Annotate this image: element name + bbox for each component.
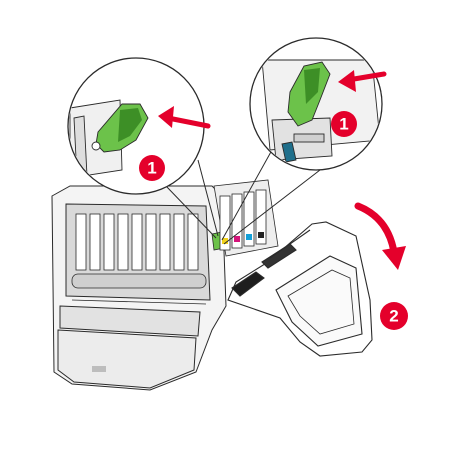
toner-magenta-tab: [234, 236, 240, 242]
callout-right: 1: [221, 37, 387, 245]
front-logo: [92, 366, 106, 372]
callout-right-bracket: [293, 133, 325, 143]
toner-cyan-tab: [246, 234, 252, 240]
door-inner-panel: [275, 255, 363, 347]
callout-right-blue-part: [281, 141, 297, 163]
imaging-fin: [103, 213, 115, 271]
imaging-fin: [145, 213, 157, 271]
step-badge-left: [139, 155, 165, 181]
imaging-fin: [89, 213, 101, 271]
toner-black-tab: [258, 232, 264, 238]
paper-tray: [59, 305, 201, 337]
door-rib: [269, 229, 311, 259]
roller-line: [71, 299, 207, 305]
toner-yellow-tab: [222, 238, 228, 244]
door-inner-recess: [287, 269, 355, 335]
step-number: 1: [339, 115, 348, 134]
step-number: 1: [147, 159, 156, 178]
callout-left-latch-shade: [118, 108, 142, 142]
waste-toner-door[interactable]: [227, 221, 373, 357]
toner-black[interactable]: [255, 189, 267, 245]
toner-yellow[interactable]: [219, 195, 231, 251]
callout-right-latch-shade: [304, 68, 320, 104]
imaging-fin: [131, 213, 143, 271]
callout-left-pointer: [197, 159, 219, 237]
imaging-fin: [173, 213, 185, 271]
toner-bay: [213, 179, 279, 257]
arrow-right-icon: [338, 70, 387, 92]
callout-left: 1: [67, 57, 219, 239]
printer-front-panel: [57, 329, 197, 389]
step-number: 2: [389, 307, 398, 326]
callout-left-screw: [91, 141, 101, 151]
step-badge-right: [331, 111, 357, 137]
imaging-fin: [117, 213, 129, 271]
curved-arrow-icon: [354, 202, 406, 270]
arrow-right-icon: [158, 106, 211, 129]
transfer-roller: [71, 273, 207, 289]
callout-right-pointer: [221, 149, 273, 241]
callout-right-pointer: [223, 169, 321, 245]
door-black-handle[interactable]: [231, 271, 265, 297]
imaging-kit: [71, 213, 207, 305]
callout-left-pointer: [165, 185, 217, 239]
imaging-fin: [159, 213, 171, 271]
imaging-fin: [187, 213, 199, 271]
imaging-fin: [75, 213, 87, 271]
step-badge-2: [380, 302, 408, 330]
